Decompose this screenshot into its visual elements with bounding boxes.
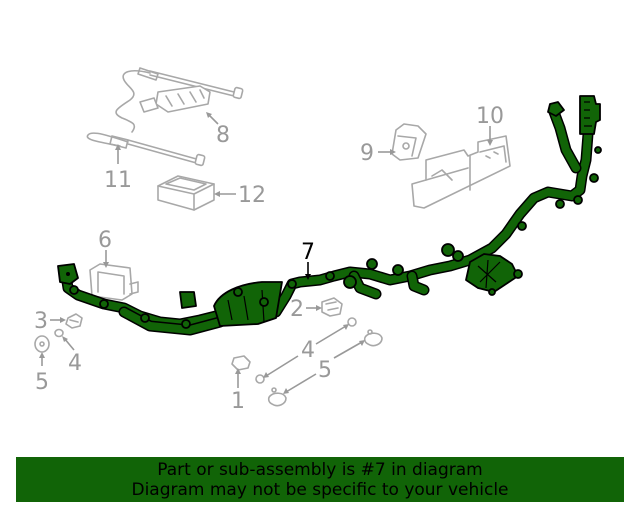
leader-arrows — [39, 112, 493, 394]
callout-7[interactable]: 7 — [301, 240, 315, 265]
callout-1[interactable]: 1 — [231, 389, 245, 414]
callout-4-left[interactable]: 4 — [68, 351, 82, 376]
part-10-bracket[interactable] — [411, 135, 511, 209]
part-5-grommet-left[interactable] — [34, 335, 50, 353]
part-8-connector[interactable] — [139, 85, 211, 113]
part-info-banner: Part or sub-assembly is #7 in diagram Di… — [16, 457, 624, 502]
callout-4-center[interactable]: 4 — [301, 338, 315, 363]
part-5-grommet-center[interactable] — [267, 329, 383, 407]
callout-12[interactable]: 12 — [238, 183, 266, 208]
part-3-clip[interactable] — [65, 313, 83, 329]
callout-6[interactable]: 6 — [98, 228, 112, 253]
parts-diagram: 8 11 12 9 10 6 7 3 4 5 2 4 5 1 — [34, 67, 602, 414]
callout-5-center[interactable]: 5 — [318, 358, 332, 383]
callout-labels: 8 11 12 9 10 6 7 3 4 5 2 4 5 1 — [34, 104, 504, 414]
part-4-nut-center[interactable] — [255, 317, 357, 384]
callout-9[interactable]: 9 — [360, 141, 374, 166]
callout-10[interactable]: 10 — [476, 104, 504, 129]
callout-3[interactable]: 3 — [34, 309, 48, 334]
callout-11[interactable]: 11 — [104, 168, 132, 193]
part-9-sensor[interactable] — [391, 123, 427, 161]
part-11-harness-extension[interactable] — [86, 67, 244, 167]
part-12-module[interactable] — [157, 175, 215, 211]
part-7-wiring-harness[interactable] — [57, 95, 602, 336]
banner-disclaimer-line: Diagram may not be specific to your vehi… — [131, 480, 509, 500]
part-2-clip[interactable] — [321, 297, 343, 317]
part-6-module[interactable] — [89, 263, 139, 301]
callout-8[interactable]: 8 — [216, 123, 230, 148]
callout-5-left[interactable]: 5 — [35, 370, 49, 395]
banner-part-line: Part or sub-assembly is #7 in diagram — [157, 460, 483, 480]
callout-2[interactable]: 2 — [290, 297, 304, 322]
part-1-clip[interactable] — [231, 355, 251, 371]
part-4-nut-left[interactable] — [54, 328, 64, 338]
